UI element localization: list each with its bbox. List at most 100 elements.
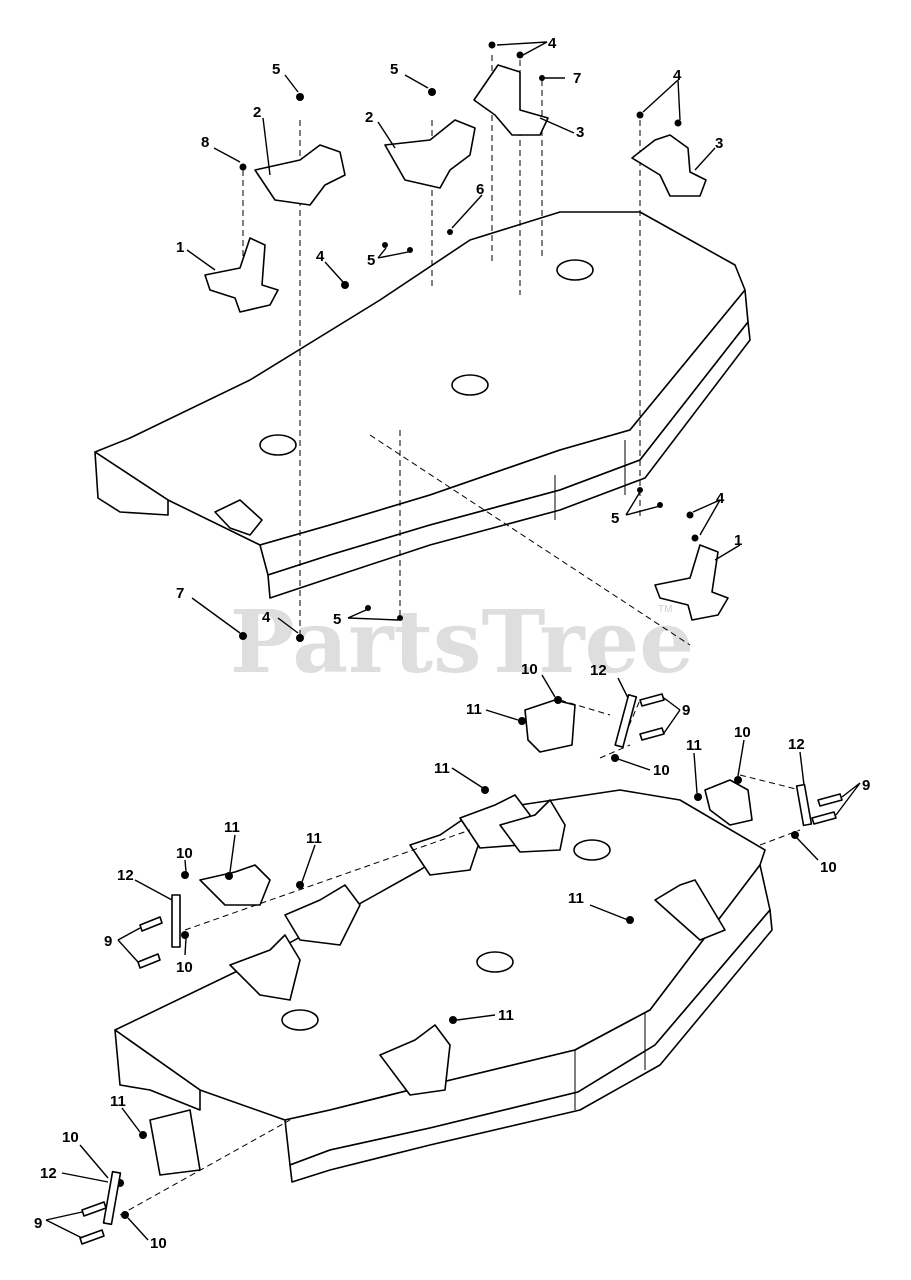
callout-11: 11 [434,760,450,777]
callout-5: 5 [367,252,375,269]
upper-callout-labels: 5 5 2 2 8 1 1 3 3 4 4 4 4 4 7 7 6 5 5 5 [176,35,742,628]
front-bracket-center [384,119,476,189]
carriage-bolt [407,247,413,253]
lock-nut [626,916,634,924]
lock-nut [225,872,233,880]
callout-10: 10 [150,1235,167,1252]
lower-deck-bracket [499,799,566,853]
rear-hanger-bracket-left [204,237,279,313]
callout-3: 3 [715,135,723,152]
lock-nut [449,1016,457,1024]
carriage-bolt [239,163,247,171]
carriage-bolt [382,242,388,248]
upper-callout-leaders [186,41,741,634]
upper-deck-spindle-holes [259,259,594,456]
callout-5: 5 [272,61,280,78]
callout-10: 10 [521,661,538,678]
callout-11: 11 [466,701,482,718]
hex-bolt [639,693,665,707]
lower-callout-leaders [45,674,861,1241]
upper-deck-left-side [94,451,169,516]
upper-deck-assembly-lines [242,55,691,646]
flange-nut [674,119,682,127]
callout-10: 10 [734,724,751,741]
callout-5: 5 [611,510,619,527]
callout-2: 2 [365,109,373,126]
lower-deck-bracket [284,884,361,946]
callout-11: 11 [568,890,584,907]
lower-deck-assembly [79,693,843,1245]
flange-nut [516,51,524,59]
adjustment-strap [171,894,181,948]
callout-10: 10 [176,845,193,862]
anti-scalp-bracket-right [631,134,707,197]
flange-nut [734,776,742,784]
watermark: PartsTree TM [230,592,694,693]
callout-11: 11 [306,830,322,847]
hanger-bracket-upper-right [704,779,753,826]
lower-callout-labels: 10 12 9 11 11 10 11 10 12 9 10 11 11 10 … [34,661,870,1252]
adjustment-strap [795,783,813,827]
spindle-hole-center [451,374,489,396]
flange-nut [554,696,562,704]
hex-bolt [811,811,837,825]
lock-nut [239,632,247,640]
lower-deck-spindle-holes [281,839,611,1031]
upper-deck-rear-bracket [214,499,263,536]
hex-bolt [817,793,843,807]
upper-deck-skirt-lower [267,321,751,599]
callout-5: 5 [390,61,398,78]
lock-nut [539,75,545,81]
spindle-hole-left [281,1009,319,1031]
carriage-bolt [296,93,304,101]
hex-bolt [639,727,665,741]
callout-4: 4 [548,35,557,52]
lower-strap-links [102,694,813,1226]
callout-11: 11 [498,1007,514,1024]
lower-deck-rear-bracket [149,1109,201,1176]
lock-nut [296,881,304,889]
hex-bolt [139,916,163,932]
callout-4: 4 [262,609,271,626]
flange-nut [181,931,189,939]
front-bracket-left [254,144,346,206]
flange-nut [296,634,304,642]
flange-nut [791,831,799,839]
upper-fasteners [239,41,699,642]
carriage-bolt [428,88,436,96]
spindle-hole-left [259,434,297,456]
callout-12: 12 [117,867,134,884]
callout-4: 4 [673,67,682,84]
hex-bolt [81,1201,107,1217]
flange-nut [686,511,694,519]
spindle-hole-center [476,951,514,973]
flange-nut [636,111,644,119]
callout-11: 11 [686,737,702,754]
flange-nut [611,754,619,762]
callout-11: 11 [110,1093,126,1110]
callout-1: 1 [734,532,742,549]
callout-4: 4 [716,490,725,507]
lower-deck-bracket [654,879,726,941]
callout-8: 8 [201,134,209,151]
callout-11: 11 [224,819,240,836]
spindle-hole-right [556,259,594,281]
lower-deck-left-side [114,1029,201,1111]
anti-scalp-bracket-left [473,64,549,136]
upper-hardware [204,41,729,642]
lower-deck-bracket [229,934,301,1001]
hanger-bracket-upper-left [199,864,271,906]
callout-4: 4 [316,248,325,265]
flange-nut [181,871,189,879]
callout-12: 12 [40,1165,57,1182]
callout-3: 3 [576,124,584,141]
cotter-pin [447,229,453,235]
callout-9: 9 [104,933,112,950]
lower-deck-skirt-lower [289,909,773,1183]
callout-7: 7 [573,70,581,87]
rear-hanger-bracket-right [654,544,729,621]
adjustment-strap [614,694,638,748]
flange-nut [488,41,496,49]
callout-2: 2 [253,104,261,121]
